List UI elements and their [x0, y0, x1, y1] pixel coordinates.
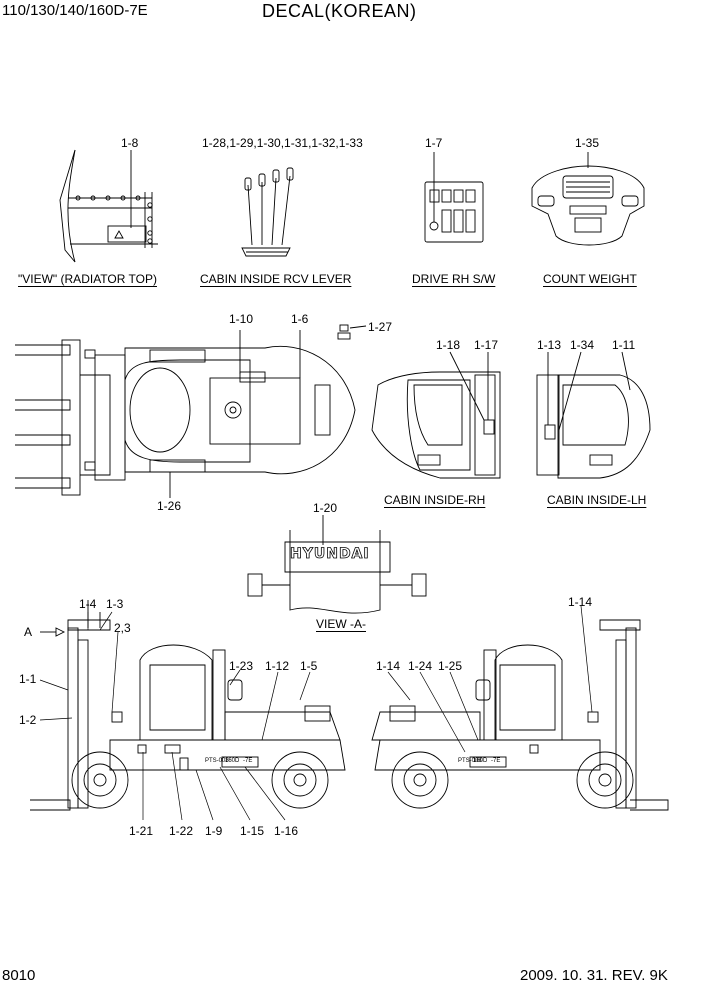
callout-1-16: 1-16: [274, 824, 299, 838]
callout-1-14-right: 1-14: [568, 595, 593, 609]
caption-cabin-rcv-lever: CABIN INSIDE RCV LEVER: [200, 272, 352, 286]
callout-1-25: 1-25: [438, 659, 463, 673]
caption-count-weight: COUNT WEIGHT: [543, 272, 637, 286]
callout-1-6: 1-6: [291, 312, 309, 326]
forklift-left-drawing: PTS-008: [30, 600, 346, 811]
callout-1-17: 1-17: [474, 338, 499, 352]
callout-1-5: 1-5: [300, 659, 318, 673]
callout-1-15: 1-15: [240, 824, 265, 838]
rcv-lever-drawing: [241, 167, 294, 257]
callout-1-23: 1-23: [229, 659, 254, 673]
callout-1-26: 1-26: [157, 499, 182, 513]
cabin-inside-rh-drawing: [371, 351, 501, 479]
revision-date: 2009. 10. 31. REV. 9K: [520, 967, 668, 984]
caption-view-a: VIEW -A-: [316, 617, 366, 631]
view-a-drawing: [247, 515, 427, 614]
decal-1-27-drawing: [337, 324, 367, 340]
caption-radiator-top: "VIEW" (RADIATOR TOP): [18, 272, 157, 286]
callout-2-3: 2,3: [114, 621, 131, 635]
callout-1-13: 1-13: [537, 338, 562, 352]
callout-1-12: 1-12: [265, 659, 290, 673]
plan-view-drawing: [15, 330, 356, 498]
callout-1-21: 1-21: [129, 824, 154, 838]
callout-1-24: 1-24: [408, 659, 433, 673]
count-weight-drawing: [531, 152, 645, 246]
callout-1-2: 1-2: [19, 713, 37, 727]
model-suffix-right: -7E: [491, 758, 501, 764]
caption-drive-rh-sw: DRIVE RH S/W: [412, 272, 496, 286]
cabin-inside-lh-drawing: [536, 351, 651, 479]
callout-1-22: 1-22: [169, 824, 194, 838]
page-number: 8010: [2, 967, 36, 984]
callout-1-35: 1-35: [575, 136, 600, 150]
callout-1-9: 1-9: [205, 824, 223, 838]
callout-1-3: 1-3: [106, 597, 124, 611]
svg-text:PTS-008: PTS-008: [205, 758, 229, 764]
model-suffix-left: -7E: [243, 758, 253, 764]
callout-1-1: 1-1: [19, 672, 37, 686]
callout-1-11: 1-11: [612, 338, 636, 352]
callout-1-20: 1-20: [313, 501, 338, 515]
forklift-right-drawing: PTS-008: [371, 619, 669, 811]
radiator-top-drawing: [59, 149, 158, 263]
callout-1-10: 1-10: [229, 312, 254, 326]
caption-cabin-inside-rh: CABIN INSIDE-RH: [384, 493, 486, 507]
caption-cabin-inside-lh: CABIN INSIDE-LH: [547, 493, 647, 507]
callout-1-8: 1-8: [121, 136, 139, 150]
leader-lines: [39, 605, 593, 821]
page-title: DECAL(KOREAN): [262, 1, 417, 21]
callout-1-28-to-1-33: 1-28,1-29,1-30,1-31,1-32,1-33: [202, 136, 363, 150]
callout-1-4: 1-4: [79, 597, 97, 611]
hyundai-logo-decal: HYUNDAI: [290, 546, 370, 563]
model-header: 110/130/140/160D-7E: [2, 2, 148, 19]
drive-rh-switch-drawing: [424, 152, 484, 243]
model-plate-right: 160D: [473, 758, 488, 764]
callout-1-34: 1-34: [570, 338, 595, 352]
callout-1-27: 1-27: [368, 320, 393, 334]
view-a-arrow-label: A: [24, 625, 33, 639]
callout-1-7: 1-7: [425, 136, 443, 150]
model-plate-left: 160D: [225, 758, 240, 764]
callout-1-14-mid: 1-14: [376, 659, 401, 673]
callout-1-18: 1-18: [436, 338, 461, 352]
